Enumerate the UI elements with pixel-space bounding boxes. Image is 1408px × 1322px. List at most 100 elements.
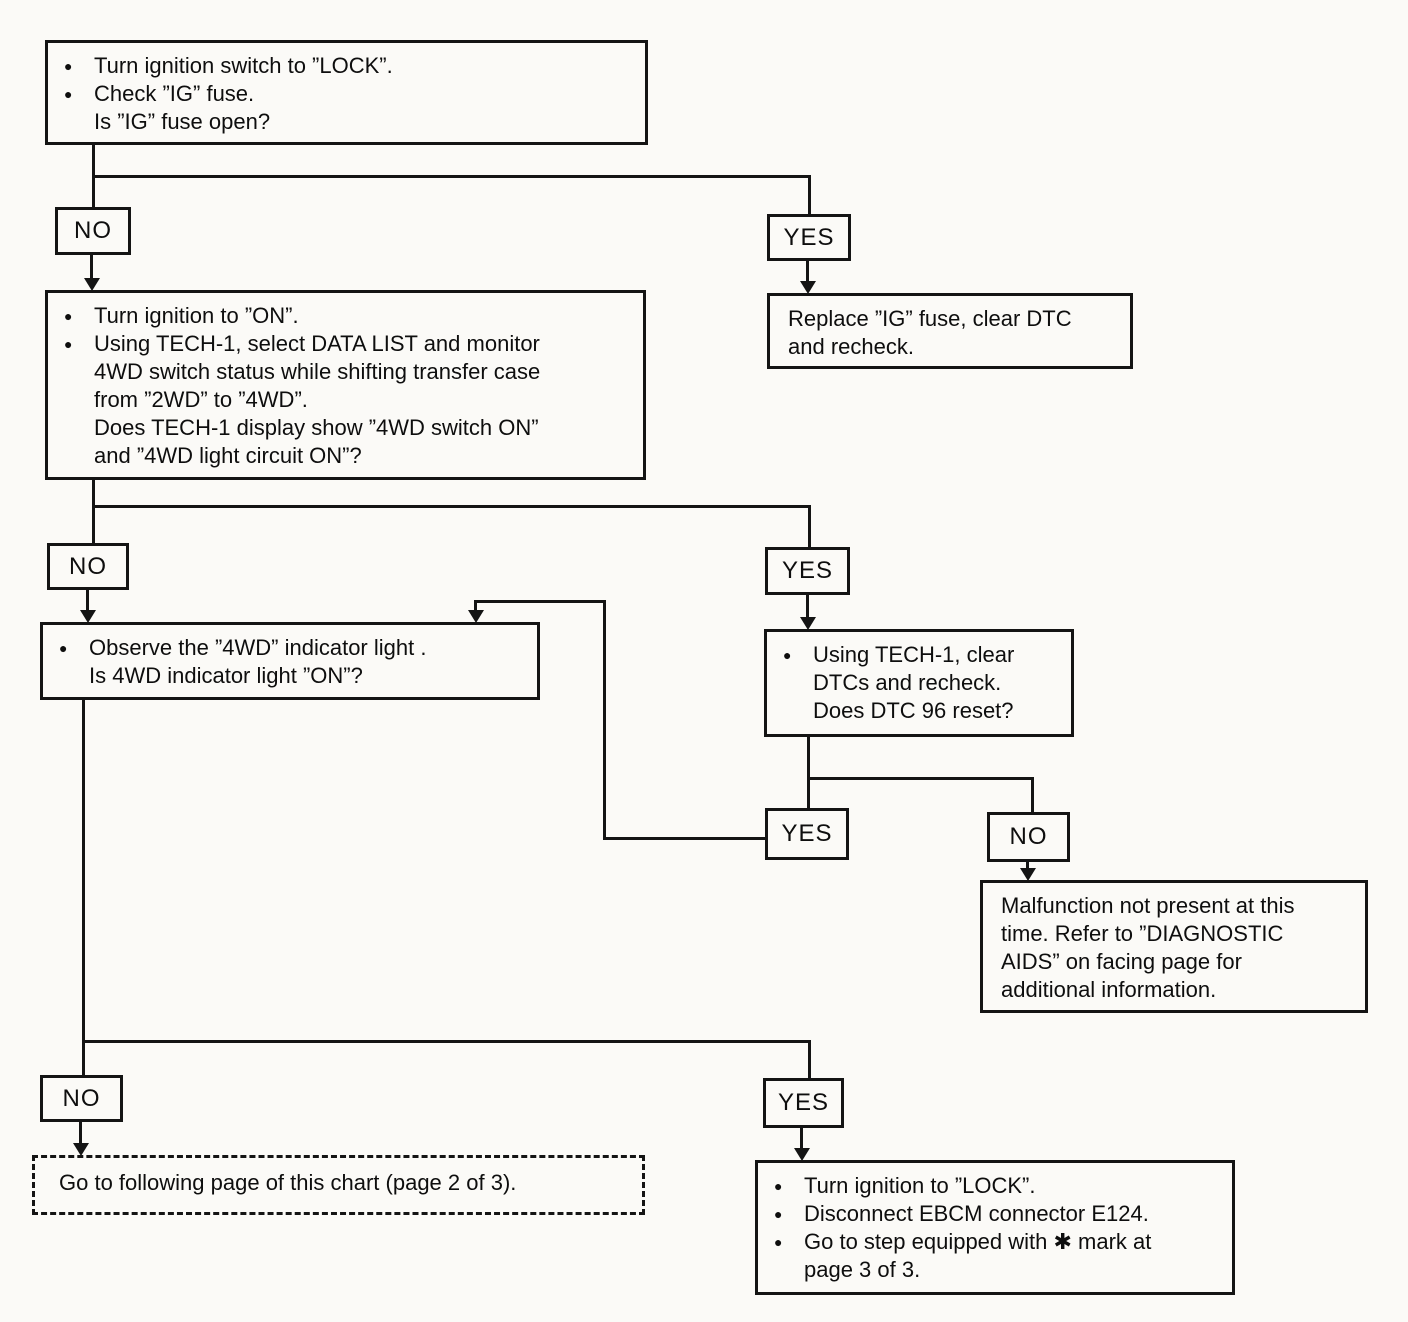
connector-branch-1 bbox=[92, 175, 811, 178]
decision-no-1: NO bbox=[55, 207, 131, 255]
bullet-icon: ● bbox=[783, 647, 792, 663]
step-clear-dtc-recheck: ● Using TECH-1, clear DTCs and recheck. … bbox=[764, 629, 1074, 737]
result-malfunction-not-present: Malfunction not present at this time. Re… bbox=[980, 880, 1368, 1013]
arrowhead-into-malfunction bbox=[1020, 868, 1036, 881]
result-text: Malfunction not present at this bbox=[1001, 893, 1295, 918]
step-text: Using TECH-1, clear bbox=[813, 642, 1015, 667]
step-text: Go to step equipped with ✱ mark at bbox=[804, 1229, 1152, 1254]
step-text: DTCs and recheck. bbox=[813, 670, 1002, 695]
decision-no-2: NO bbox=[47, 543, 129, 590]
step-line: Is 4WD indicator light ”ON”? bbox=[57, 662, 527, 690]
decision-yes-3: YES bbox=[765, 808, 849, 860]
step-line: 4WD switch status while shifting transfe… bbox=[62, 358, 633, 386]
step-text: Check ”IG” fuse. bbox=[94, 81, 255, 106]
connector-no4-arrow bbox=[79, 1122, 82, 1144]
bullet-icon: ● bbox=[64, 86, 73, 102]
connector-branch-2 bbox=[92, 505, 811, 508]
bullet-icon: ● bbox=[774, 1178, 783, 1194]
step-line: ● Check ”IG” fuse. bbox=[62, 80, 635, 108]
connector-loop-vertical bbox=[603, 600, 606, 840]
connector-yes2-arrow bbox=[806, 595, 809, 619]
arrowhead-into-replace-fuse bbox=[800, 281, 816, 294]
bullet-icon: ● bbox=[774, 1206, 783, 1222]
step-text: page 3 of 3. bbox=[804, 1257, 921, 1282]
step-question: Does DTC 96 reset? bbox=[813, 698, 1014, 723]
connector-branch-3 bbox=[807, 777, 1034, 780]
step-line: Is ”IG” fuse open? bbox=[62, 108, 635, 136]
connector-yes2-drop bbox=[808, 505, 811, 548]
step-line: from ”2WD” to ”4WD”. bbox=[62, 386, 633, 414]
step-line: and ”4WD light circuit ON”? bbox=[62, 442, 633, 470]
step-text: from ”2WD” to ”4WD”. bbox=[94, 387, 308, 412]
step-question: Is 4WD indicator light ”ON”? bbox=[89, 663, 363, 688]
decision-yes-2: YES bbox=[765, 547, 850, 595]
action-text: Replace ”IG” fuse, clear DTC bbox=[788, 306, 1072, 331]
step-text: 4WD switch status while shifting transfe… bbox=[94, 359, 541, 384]
result-text: time. Refer to ”DIAGNOSTIC bbox=[1001, 921, 1284, 946]
step-line: DTCs and recheck. bbox=[781, 669, 1061, 697]
goto-text: Go to following page of this chart (page… bbox=[59, 1170, 517, 1195]
connector-b-down bbox=[92, 479, 95, 544]
bullet-icon: ● bbox=[64, 308, 73, 324]
step-line: ● Using TECH-1, clear bbox=[781, 641, 1061, 669]
step-check-ig-fuse: ● Turn ignition switch to ”LOCK”. ● Chec… bbox=[45, 40, 648, 145]
connector-d-long-down bbox=[82, 700, 85, 1043]
arrowhead-into-observe bbox=[80, 610, 96, 623]
arrowhead-into-final-step bbox=[794, 1148, 810, 1161]
connector-no4-drop bbox=[82, 1040, 85, 1077]
connector-no3-drop bbox=[1031, 777, 1034, 814]
action-replace-ig-fuse: Replace ”IG” fuse, clear DTC and recheck… bbox=[767, 293, 1133, 369]
step-line: ● Disconnect EBCM connector E124. bbox=[772, 1200, 1222, 1228]
step-line: Does TECH-1 display show ”4WD switch ON” bbox=[62, 414, 633, 442]
step-monitor-4wd-switch: ● Turn ignition to ”ON”. ● Using TECH-1,… bbox=[45, 290, 646, 480]
goto-page-2: Go to following page of this chart (page… bbox=[32, 1155, 645, 1215]
arrowhead-into-goto-page2 bbox=[73, 1143, 89, 1156]
step-text: Disconnect EBCM connector E124. bbox=[804, 1201, 1149, 1226]
bullet-icon: ● bbox=[64, 58, 73, 74]
step-question: Does TECH-1 display show ”4WD switch ON” bbox=[94, 415, 539, 440]
connector-branch-4 bbox=[82, 1040, 811, 1043]
bullet-icon: ● bbox=[774, 1234, 783, 1250]
connector-e-down bbox=[807, 737, 810, 780]
step-line: ● Go to step equipped with ✱ mark at bbox=[772, 1228, 1222, 1256]
connector-no2-arrow bbox=[86, 590, 89, 612]
arrowhead-into-monitor bbox=[84, 278, 100, 291]
step-line: page 3 of 3. bbox=[772, 1256, 1222, 1284]
step-line: ● Turn ignition switch to ”LOCK”. bbox=[62, 52, 635, 80]
decision-no-3: NO bbox=[987, 812, 1070, 862]
step-final-disconnect-ebcm: ● Turn ignition to ”LOCK”. ● Disconnect … bbox=[755, 1160, 1235, 1295]
connector-yes4-drop bbox=[808, 1040, 811, 1080]
step-text: Using TECH-1, select DATA LIST and monit… bbox=[94, 331, 540, 356]
step-line: ● Turn ignition to ”ON”. bbox=[62, 302, 633, 330]
connector-yes3-drop bbox=[807, 777, 810, 810]
bullet-icon: ● bbox=[59, 640, 68, 656]
bullet-icon: ● bbox=[64, 336, 73, 352]
arrowhead-loop-into-observe bbox=[468, 610, 484, 623]
connector-yes1-arrow bbox=[806, 261, 809, 282]
arrowhead-into-clear-dtc bbox=[800, 617, 816, 630]
step-text: Observe the ”4WD” indicator light . bbox=[89, 635, 427, 660]
step-line: ● Using TECH-1, select DATA LIST and mon… bbox=[62, 330, 633, 358]
step-line: ● Observe the ”4WD” indicator light . bbox=[57, 634, 527, 662]
connector-loop-top bbox=[474, 600, 606, 603]
decision-no-4: NO bbox=[40, 1075, 123, 1122]
step-line: ● Turn ignition to ”LOCK”. bbox=[772, 1172, 1222, 1200]
connector-no1-arrow bbox=[90, 255, 93, 280]
step-question: and ”4WD light circuit ON”? bbox=[94, 443, 362, 468]
connector-loop-bottom bbox=[603, 837, 765, 840]
connector-yes4-arrow bbox=[800, 1128, 803, 1150]
step-line: Does DTC 96 reset? bbox=[781, 697, 1061, 725]
decision-yes-1: YES bbox=[767, 214, 851, 261]
step-text: Turn ignition to ”LOCK”. bbox=[804, 1173, 1036, 1198]
step-text: Turn ignition switch to ”LOCK”. bbox=[94, 53, 393, 78]
connector-loop-arrow bbox=[474, 600, 477, 613]
step-observe-indicator: ● Observe the ”4WD” indicator light . Is… bbox=[40, 622, 540, 700]
result-text: AIDS” on facing page for bbox=[1001, 949, 1242, 974]
connector-yes1-drop bbox=[808, 175, 811, 216]
result-text: additional information. bbox=[1001, 977, 1217, 1002]
step-text: Turn ignition to ”ON”. bbox=[94, 303, 299, 328]
decision-yes-4: YES bbox=[763, 1078, 844, 1128]
action-text: and recheck. bbox=[788, 334, 914, 359]
step-question: Is ”IG” fuse open? bbox=[94, 109, 271, 134]
